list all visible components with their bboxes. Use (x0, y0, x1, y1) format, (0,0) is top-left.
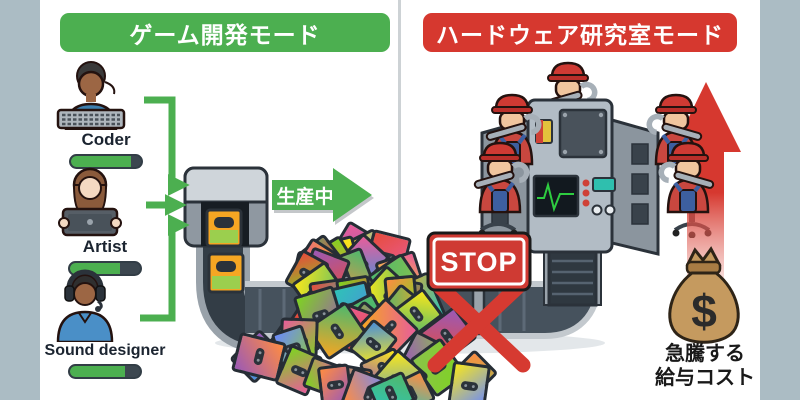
game-cartridge (389, 287, 444, 341)
sound-designer-avatar (56, 269, 114, 342)
progress-fill (70, 263, 121, 274)
worker-card-coder: Coder (46, 58, 166, 169)
hardware-lab-mode-banner: ハードウェア研究室モード (423, 13, 737, 52)
gamepad-cartridge-icon (207, 252, 245, 294)
stop-sign-group: STOP (426, 231, 532, 373)
keyboard-icon (56, 108, 126, 130)
arrow-coder-to-machine (144, 96, 190, 196)
production-arrow-label: 生産中 (276, 185, 333, 208)
game-cartridge (366, 370, 417, 400)
worker-name-coder: Coder (81, 130, 131, 149)
arrow-sound-to-machine (140, 214, 190, 322)
coder-avatar (56, 61, 126, 130)
game-cartridge (415, 305, 479, 367)
progress-fill (71, 156, 131, 167)
money-bag-icon: $ (668, 246, 740, 344)
lab-worker (470, 140, 530, 214)
input-flow-arrows (140, 96, 190, 322)
game-cartridge (446, 360, 492, 400)
game-cartridge (230, 331, 288, 383)
illustration-stage: ゲーム開発モード ハードウェア研究室モード Coder (40, 0, 760, 400)
worker-name-artist: Artist (82, 237, 128, 256)
progress-bar-coder (69, 154, 143, 169)
artist-avatar (58, 167, 122, 237)
production-arrow: 生産中 (272, 168, 372, 222)
lab-worker (658, 140, 718, 214)
stop-sign-label: STOP (440, 247, 517, 277)
game-cartridge (316, 363, 354, 400)
game-machine (183, 166, 269, 248)
cost-caption-line2: 給与コスト (655, 367, 755, 389)
worker-card-artist: Artist (45, 163, 165, 276)
worker-card-sound-designer: Sound designer (40, 268, 170, 379)
progress-bar-sound-designer (68, 364, 142, 379)
headphones-icon (64, 269, 106, 312)
monitor-screen (532, 174, 580, 218)
dollar-symbol: $ (691, 285, 717, 337)
progress-fill (70, 366, 125, 377)
cost-caption: 急騰する 給与コスト (640, 342, 770, 390)
game-cartridge (274, 343, 324, 398)
game-cartridge (305, 300, 369, 362)
panel-divider (398, 0, 401, 400)
stop-sign: STOP (426, 231, 532, 292)
game-cartridge (348, 318, 399, 370)
gamepad-cartridge-icon (205, 208, 243, 248)
worker-name-sound-designer: Sound designer (44, 342, 166, 359)
game-dev-mode-banner: ゲーム開発モード (60, 13, 390, 52)
cost-caption-line1: 急騰する (665, 343, 745, 365)
